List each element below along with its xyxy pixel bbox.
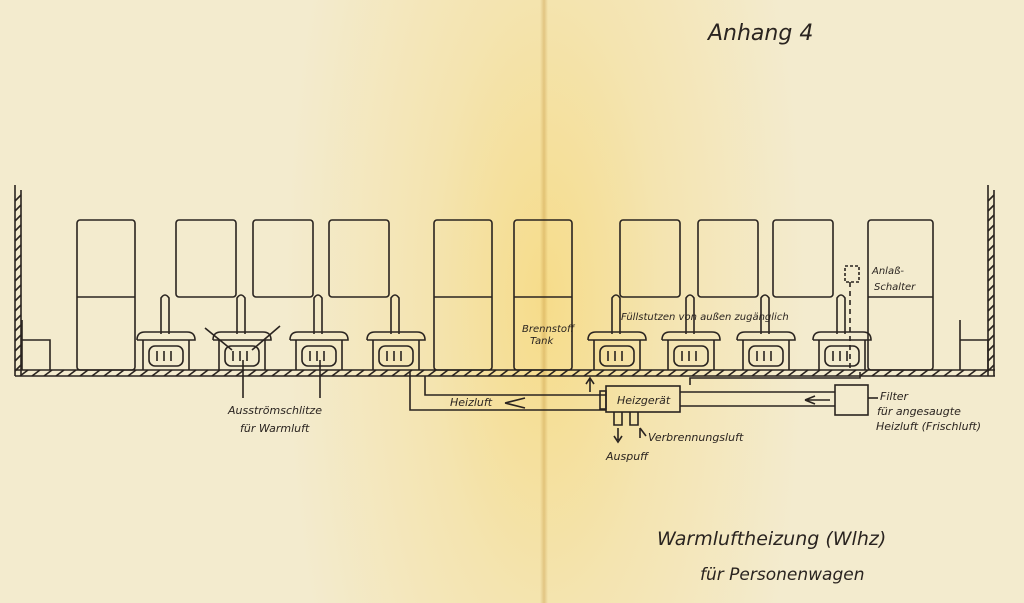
- end-seat: [959, 320, 989, 370]
- heating-air-duct: [409, 372, 606, 411]
- heater-outlet: [148, 345, 184, 367]
- filter-label: Filter: [880, 390, 910, 403]
- heater-outlet: [378, 345, 414, 367]
- filler-neck-label: Füllstutzen von außen zugänglich: [621, 312, 789, 323]
- exhaust-label: Auspuff: [605, 450, 649, 463]
- starter-switch-box: [844, 265, 860, 283]
- floor-pipe: [689, 372, 861, 385]
- filter-label-2: für angesaugte: [877, 405, 961, 418]
- heater-outlet: [224, 345, 260, 367]
- exhaust-pipe: [613, 412, 623, 444]
- window: [328, 219, 390, 298]
- arrow-up-icon: [585, 376, 595, 392]
- window: [697, 219, 759, 298]
- door: [867, 219, 934, 371]
- heater-outlet: [673, 345, 709, 367]
- door: [433, 219, 493, 371]
- diagram-title: Warmluftheizung (Wlhz): [657, 528, 886, 550]
- seat: [212, 294, 272, 341]
- car-structure: [14, 185, 995, 377]
- duct-system: [204, 265, 878, 444]
- combustion-air-label: Verbrennungsluft: [648, 431, 744, 444]
- fuel-tank-label: Brennstoff: [522, 324, 576, 335]
- seat: [136, 294, 196, 341]
- seat: [289, 294, 349, 341]
- appendix-label: Anhang 4: [706, 21, 813, 46]
- seat: [736, 294, 796, 341]
- outlets-label-2: für Warmluft: [240, 422, 310, 435]
- heater-outlet: [301, 345, 337, 367]
- seat: [587, 294, 647, 341]
- window: [175, 219, 237, 298]
- combustion-air-pipe: [629, 412, 647, 438]
- door: [513, 219, 573, 371]
- outlet-leader-lines: [242, 360, 321, 398]
- seat: [366, 294, 426, 341]
- arrow-left-icon: [504, 397, 526, 409]
- window: [619, 219, 681, 298]
- outlets-label: Ausströmschlitze: [227, 404, 322, 417]
- window: [772, 219, 834, 298]
- arrow-left-icon: [804, 395, 830, 405]
- heating-air-label: Heizluft: [450, 396, 493, 409]
- end-seat: [21, 320, 51, 370]
- heater-outlet: [824, 345, 860, 367]
- filter-label-3: Heizluft (Frischluft): [876, 420, 981, 433]
- heater-outlet: [599, 345, 635, 367]
- heater-label: Heizgerät: [617, 394, 671, 407]
- seat: [661, 294, 721, 341]
- window: [252, 219, 314, 298]
- fresh-air-duct: [680, 391, 835, 407]
- starter-switch-label-2: Schalter: [874, 282, 916, 293]
- seat: [812, 294, 872, 341]
- heater-outlet: [748, 345, 784, 367]
- diagram-subtitle: für Personenwagen: [700, 565, 864, 585]
- page-fold: [540, 0, 548, 603]
- door: [76, 219, 136, 371]
- starter-switch-label: Anlaß-: [871, 266, 904, 277]
- fuel-tank-label-2: Tank: [530, 336, 555, 347]
- filter-box: [834, 384, 869, 416]
- warm-air-arrows: [204, 325, 281, 351]
